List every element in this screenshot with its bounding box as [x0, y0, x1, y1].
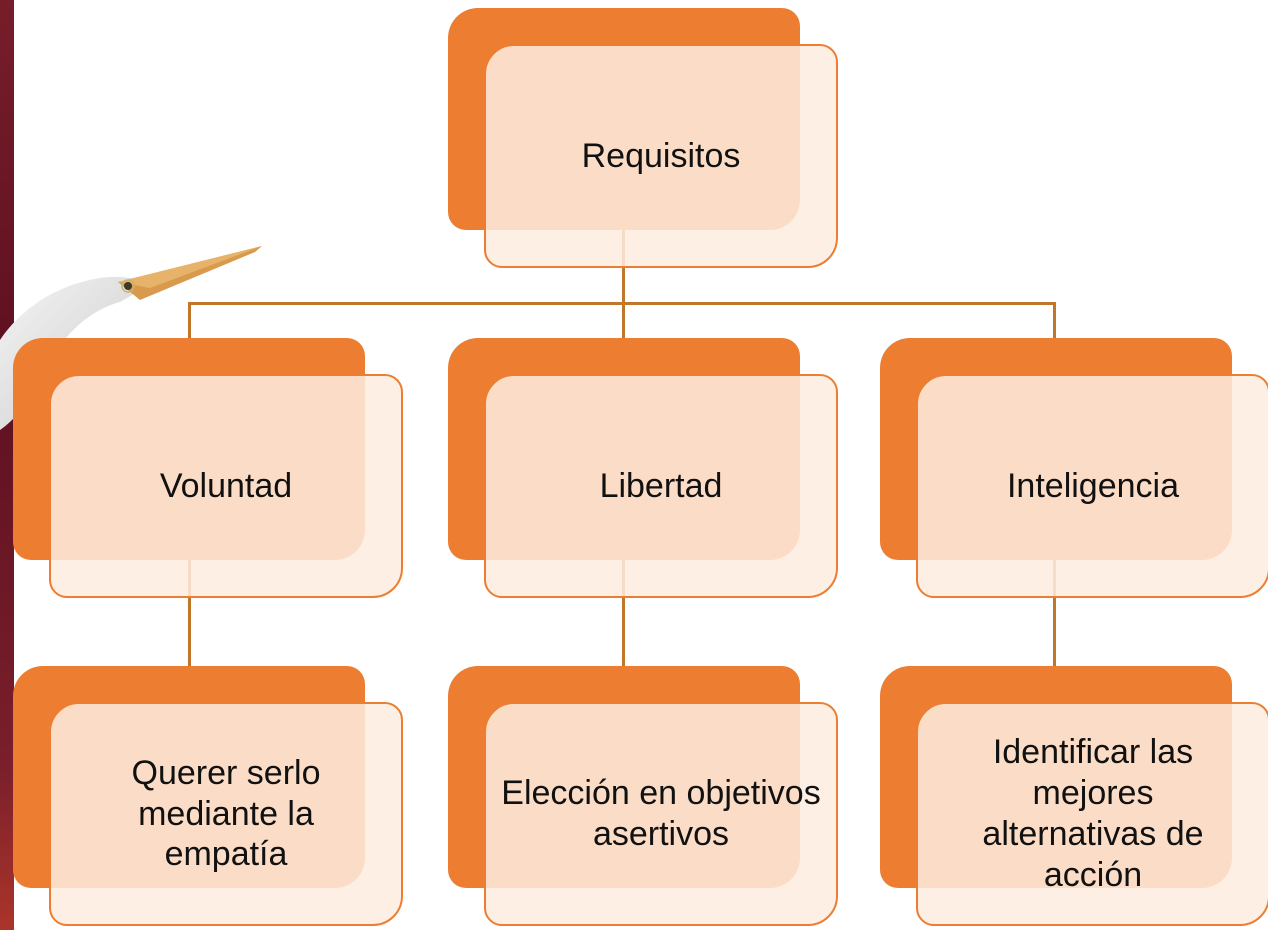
- node-front: Requisitos: [484, 44, 838, 268]
- connector-mid-3: [1053, 560, 1056, 666]
- node-root-label: Requisitos: [581, 136, 741, 175]
- node-front: Elección en objetivos asertivos: [484, 702, 838, 926]
- node-root: Requisitos: [448, 8, 842, 272]
- connector-mid-2: [622, 560, 625, 666]
- node-front: Querer serlo mediante la empatía: [49, 702, 403, 926]
- node-branch-1-label: Voluntad: [159, 466, 293, 505]
- left-edge-decoration: [0, 0, 14, 930]
- connector-mid-1: [188, 560, 191, 666]
- node-detail-1-label: Querer serlo mediante la empatía: [131, 753, 321, 874]
- node-detail-2: Elección en objetivos asertivos: [448, 666, 842, 930]
- node-branch-3: Inteligencia: [880, 338, 1268, 602]
- node-branch-2-label: Libertad: [599, 466, 723, 505]
- node-front: Libertad: [484, 374, 838, 598]
- connector-drop-1: [188, 302, 191, 338]
- node-detail-3: Identificar las mejores alternativas de …: [880, 666, 1268, 930]
- node-front: Identificar las mejores alternativas de …: [916, 702, 1268, 926]
- node-branch-3-label: Inteligencia: [1006, 466, 1179, 505]
- node-detail-1: Querer serlo mediante la empatía: [13, 666, 407, 930]
- node-branch-1: Voluntad: [13, 338, 407, 602]
- connector-drop-3: [1053, 302, 1056, 338]
- connector-drop-2: [622, 302, 625, 338]
- node-front: Inteligencia: [916, 374, 1268, 598]
- node-branch-2: Libertad: [448, 338, 842, 602]
- node-front: Voluntad: [49, 374, 403, 598]
- node-detail-3-label: Identificar las mejores alternativas de …: [982, 733, 1204, 894]
- heron-image: [0, 246, 262, 430]
- node-detail-2-label: Elección en objetivos asertivos: [501, 774, 821, 853]
